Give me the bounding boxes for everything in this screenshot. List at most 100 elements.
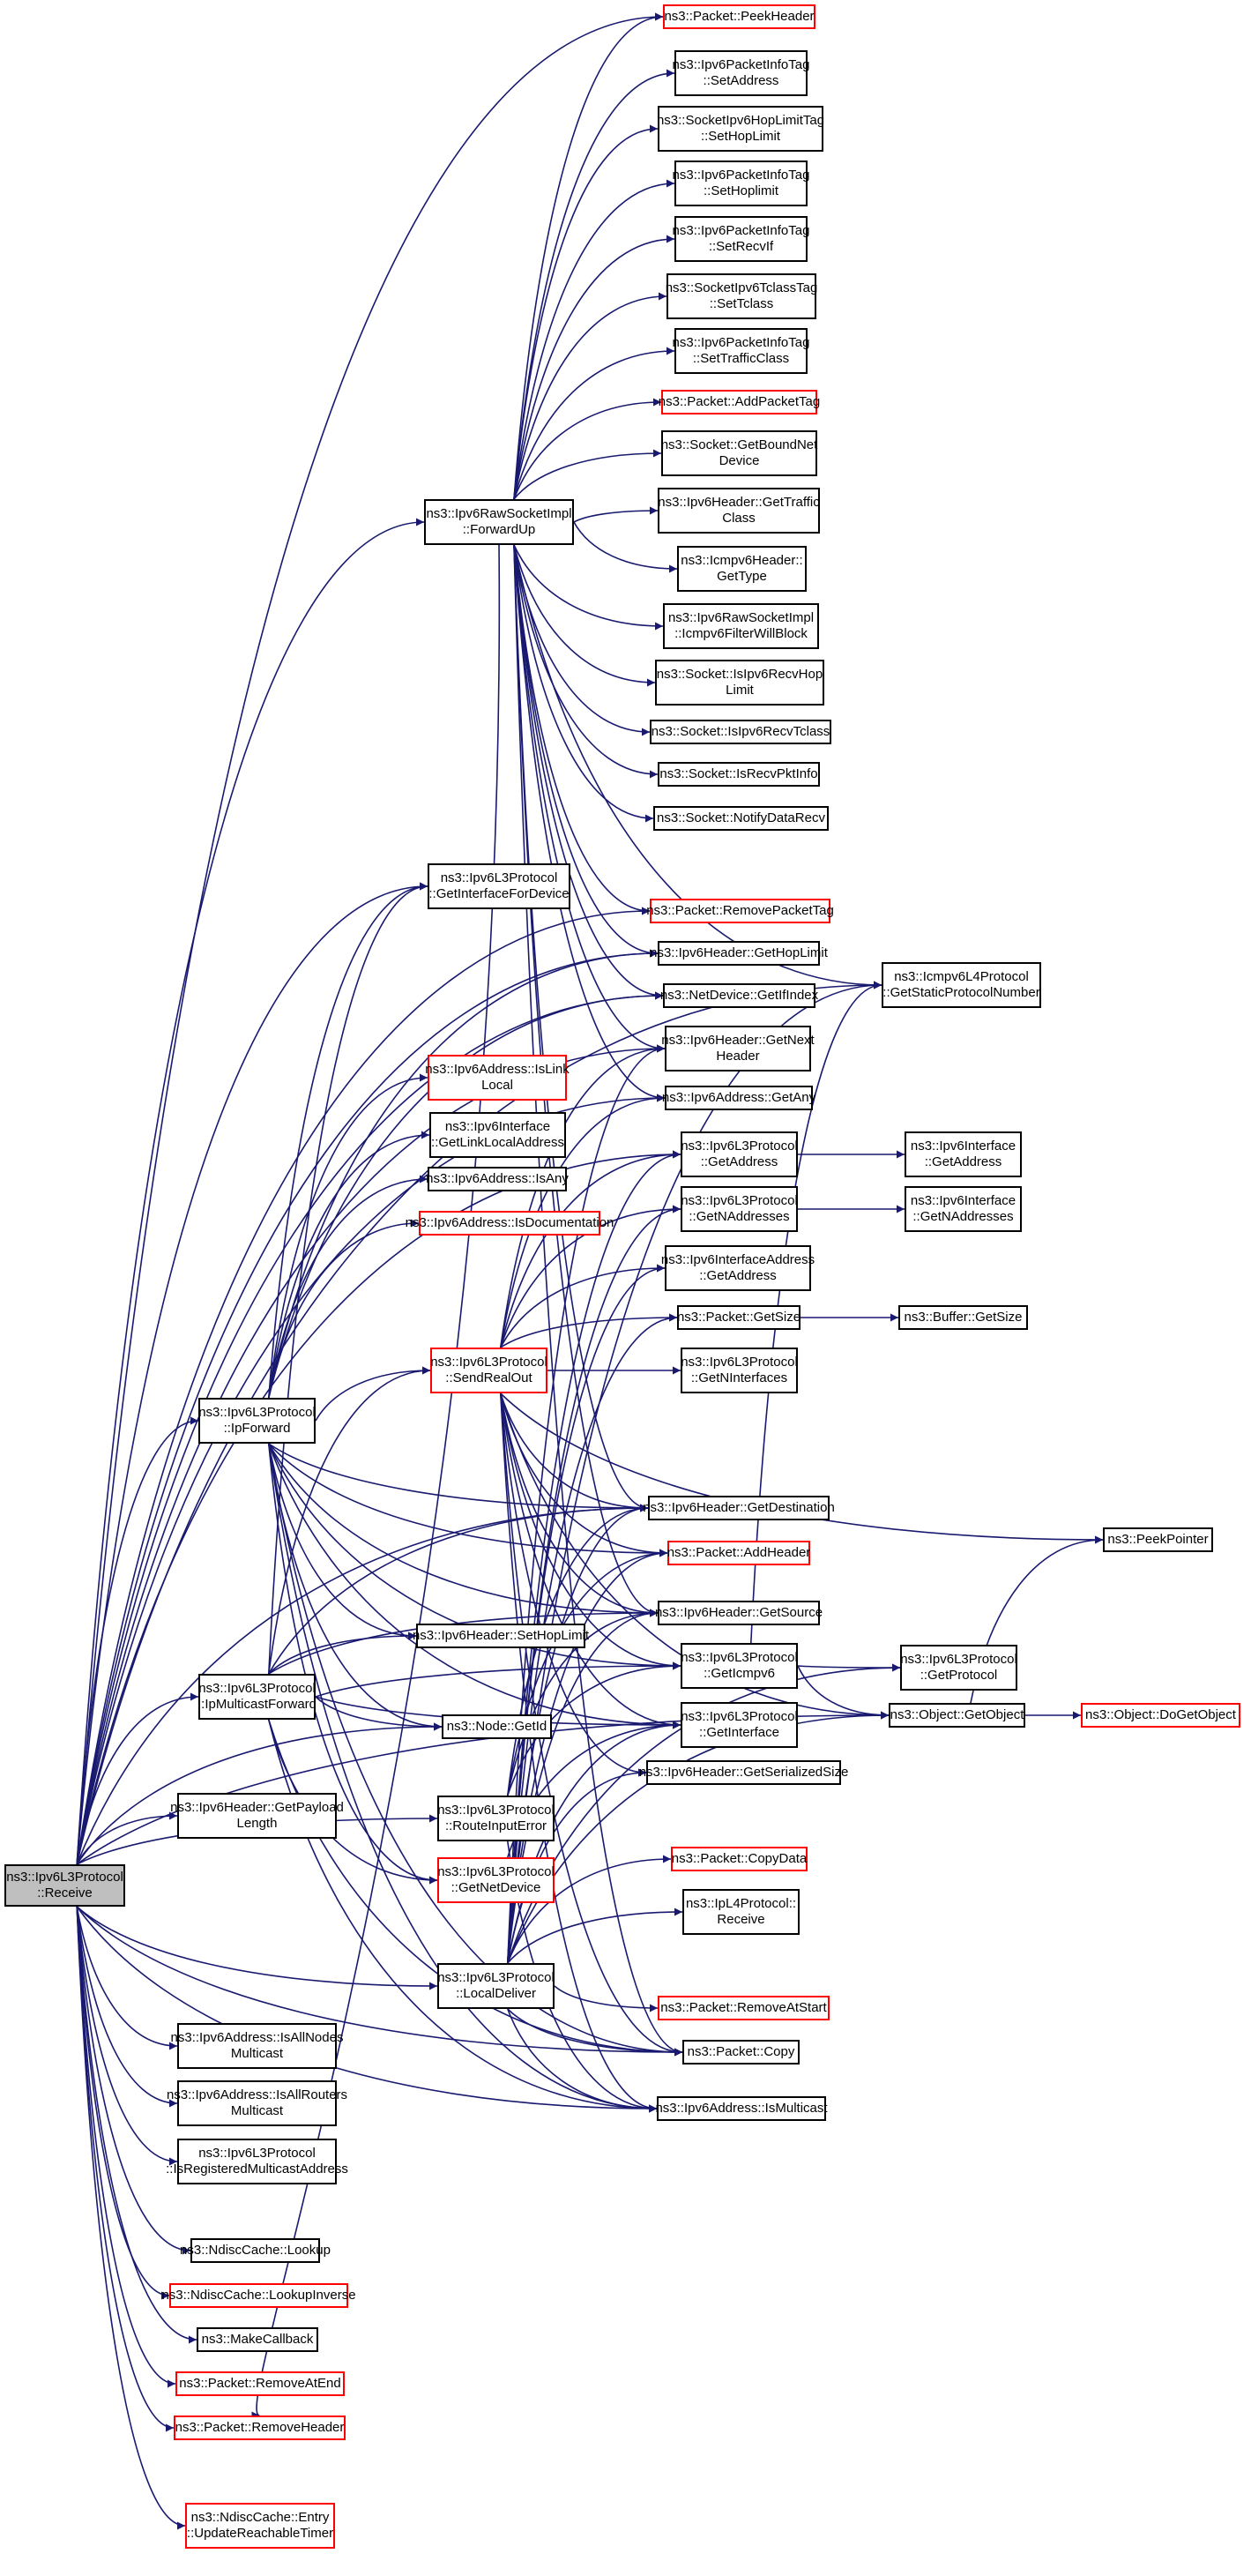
node-copydata[interactable]: ns3::Packet::CopyData [671,1847,808,1871]
node-addr-ismulticast[interactable]: ns3::Ipv6Address::IsMulticast [655,2096,828,2121]
node-l3-getnaddresses[interactable]: ns3::Ipv6L3Protocol::GetNAddresses [681,1186,798,1232]
node-hoptag-sethoplimit[interactable]: ns3::SocketIpv6HopLimitTag::SetHopLimit [656,106,825,152]
node-makecallback[interactable]: ns3::MakeCallback [197,2327,318,2352]
node-hdr-getserializedsize[interactable]: ns3::Ipv6Header::GetSerializedSize [639,1760,848,1785]
node-forwardup[interactable]: ns3::Ipv6RawSocketImpl::ForwardUp [424,499,574,545]
node-ipl4-receive[interactable]: ns3::IpL4Protocol::Receive [682,1889,800,1935]
node-label-line: ns3::Ipv6Address::IsAllNodes [170,2030,344,2045]
node-l3-getninterfaces[interactable]: ns3::Ipv6L3Protocol::GetNInterfaces [681,1348,798,1393]
node-getifindex[interactable]: ns3::NetDevice::GetIfIndex [659,983,819,1008]
node-removeatend[interactable]: ns3::Packet::RemoveAtEnd [175,2371,345,2396]
node-ipforward[interactable]: ns3::Ipv6L3Protocol::IpForward [198,1398,316,1444]
node-label-line: ns3::Packet::GetSize [676,1310,801,1325]
node-dogetobject[interactable]: ns3::Object::DoGetObject [1081,1703,1240,1728]
node-getstaticprotocolnumber[interactable]: ns3::Icmpv6L4Protocol::GetStaticProtocol… [882,962,1041,1008]
node-isdocumentation[interactable]: ns3::Ipv6Address::IsDocumentation [406,1211,614,1236]
node-addr-getany[interactable]: ns3::Ipv6Address::GetAny [662,1086,815,1110]
node-node-getid[interactable]: ns3::Node::GetId [442,1714,552,1739]
edge-ipmulticastforward-to-sendrealout [268,1366,431,1675]
edge-forwardup-to-getboundnetdevice [513,449,662,500]
node-label-line: ns3::Socket::GetBoundNet [660,437,818,452]
edge-forwardup-to-isrecvpktinfo [513,544,659,779]
node-peekheader[interactable]: ns3::Packet::PeekHeader [663,4,815,29]
node-label-line: ns3::Buffer::GetSize [904,1310,1023,1325]
node-ndisc-lookupinverse[interactable]: ns3::NdiscCache::LookupInverse [161,2283,356,2308]
edge-ipforward-to-hdr-getsource [268,1443,659,1617]
node-isrecvtclass[interactable]: ns3::Socket::IsIpv6RecvTclass [650,720,831,744]
edge-receive-to-getstaticprotocolnumber [76,981,882,1865]
node-getinterfacefordevice[interactable]: ns3::Ipv6L3Protocol::GetInterfaceForDevi… [428,863,570,909]
edge-receive-to-localdeliver [76,1906,438,1990]
node-filterwillblock[interactable]: ns3::Ipv6RawSocketImpl::Icmpv6FilterWill… [663,603,819,649]
node-pit-setaddress[interactable]: ns3::Ipv6PacketInfoTag::SetAddress [673,50,809,96]
node-iface-getaddress[interactable]: ns3::Ipv6Interface::GetAddress [905,1131,1022,1177]
node-label-line: ns3::NetDevice::GetIfIndex [659,988,819,1003]
node-icmp-gettype[interactable]: ns3::Icmpv6Header::GetType [677,546,807,592]
node-l3-geticmpv6[interactable]: ns3::Ipv6L3Protocol::GetIcmpv6 [681,1643,798,1689]
node-removeatstart[interactable]: ns3::Packet::RemoveAtStart [658,1996,830,2020]
node-peekpointer[interactable]: ns3::PeekPointer [1103,1527,1213,1552]
node-tclasstag-settclass[interactable]: ns3::SocketIpv6TclassTag::SetTclass [666,273,817,319]
node-packet-copy[interactable]: ns3::Packet::Copy [682,2040,800,2065]
node-label-line: ::GetNAddresses [689,1209,790,1224]
edge-sendrealout-to-packet-getsize [500,1313,678,1348]
node-pit-settrafficclass[interactable]: ns3::Ipv6PacketInfoTag::SetTrafficClass [673,328,809,374]
node-ipmulticastforward[interactable]: ns3::Ipv6L3Protocol::IpMulticastForward [197,1674,317,1720]
node-isregisteredmulticast[interactable]: ns3::Ipv6L3Protocol::IsRegisteredMultica… [166,2139,348,2184]
node-label-line: ::RouteInputError [444,1818,547,1833]
node-routeinputerror[interactable]: ns3::Ipv6L3Protocol::RouteInputError [437,1796,555,1841]
node-hdr-gethoplimit[interactable]: ns3::Ipv6Header::GetHopLimit [650,941,828,966]
node-iface-getnaddresses[interactable]: ns3::Ipv6Interface::GetNAddresses [905,1186,1022,1232]
node-label-line: Device [719,453,760,468]
edge-forwardup-to-hdr-gettrafficclass [573,506,659,523]
node-ifaddr-getaddress[interactable]: ns3::Ipv6InterfaceAddress::GetAddress [661,1245,815,1291]
node-label-line: ::SetTrafficClass [692,351,790,366]
node-hdr-getdestination[interactable]: ns3::Ipv6Header::GetDestination [643,1496,835,1520]
node-hdr-getsource[interactable]: ns3::Ipv6Header::GetSource [655,1601,823,1625]
node-getnetdevice[interactable]: ns3::Ipv6L3Protocol::GetNetDevice [437,1857,555,1903]
node-notifydatarecv[interactable]: ns3::Socket::NotifyDataRecv [653,806,829,831]
node-label-line: ::IpMulticastForward [197,1697,317,1712]
node-label-line: ::GetAddress [700,1154,778,1169]
edge-forwardup-to-addpackettag [513,398,662,500]
node-l3-getprotocol[interactable]: ns3::Ipv6L3Protocol::GetProtocol [900,1645,1017,1691]
node-sendrealout[interactable]: ns3::Ipv6L3Protocol::SendRealOut [430,1348,547,1393]
node-addheader[interactable]: ns3::Packet::AddHeader [667,1541,810,1565]
node-ndisc-lookup[interactable]: ns3::NdiscCache::Lookup [180,2238,331,2263]
node-label-line: ns3::Ipv6L3Protocol [437,1803,555,1818]
node-localdeliver[interactable]: ns3::Ipv6L3Protocol::LocalDeliver [437,1963,555,2009]
node-label-line: ::GetIcmpv6 [704,1666,775,1681]
node-removepackettag[interactable]: ns3::Packet::RemovePacketTag [646,899,834,923]
node-removeheader[interactable]: ns3::Packet::RemoveHeader [174,2415,346,2440]
node-isrecvpktinfo[interactable]: ns3::Socket::IsRecvPktInfo [658,762,820,787]
edge-sendrealout-to-l3-getnaddresses [500,1205,681,1348]
node-getlinklocaladdress[interactable]: ns3::Ipv6Interface::GetLinkLocalAddress [429,1112,566,1158]
node-label-line: ns3::Ipv6L3Protocol [681,1193,798,1208]
node-buffer-getsize[interactable]: ns3::Buffer::GetSize [898,1305,1028,1330]
node-isany[interactable]: ns3::Ipv6Address::IsAny [426,1167,569,1191]
edge-ipmulticastforward-to-hdr-getsource [268,1609,659,1675]
node-pit-setrecvif[interactable]: ns3::Ipv6PacketInfoTag::SetRecvIf [673,216,809,262]
edge-forwardup-to-addr-getany [513,544,666,1102]
edge-ipforward-to-packet-copy [268,1443,683,2057]
node-l3-getinterface[interactable]: ns3::Ipv6L3Protocol::GetInterface [681,1702,798,1748]
node-hdr-sethoplimit[interactable]: ns3::Ipv6Header::SetHopLimit [413,1624,589,1648]
node-label-line: ns3::Ipv6Interface [910,1193,1016,1208]
node-addpackettag[interactable]: ns3::Packet::AddPacketTag [659,390,820,414]
node-updatereachabletimer[interactable]: ns3::NdiscCache::Entry::UpdateReachableT… [185,2503,335,2549]
node-label-line: ns3::SocketIpv6HopLimitTag [656,113,825,128]
node-packet-getsize[interactable]: ns3::Packet::GetSize [677,1305,800,1330]
node-l3-getaddress[interactable]: ns3::Ipv6L3Protocol::GetAddress [681,1131,798,1177]
node-label-line: Receive [717,1912,765,1927]
node-getobject[interactable]: ns3::Object::GetObject [889,1703,1025,1728]
node-pit-sethoplimit[interactable]: ns3::Ipv6PacketInfoTag::SetHoplimit [673,161,809,206]
node-label-line: Length [236,1816,278,1831]
